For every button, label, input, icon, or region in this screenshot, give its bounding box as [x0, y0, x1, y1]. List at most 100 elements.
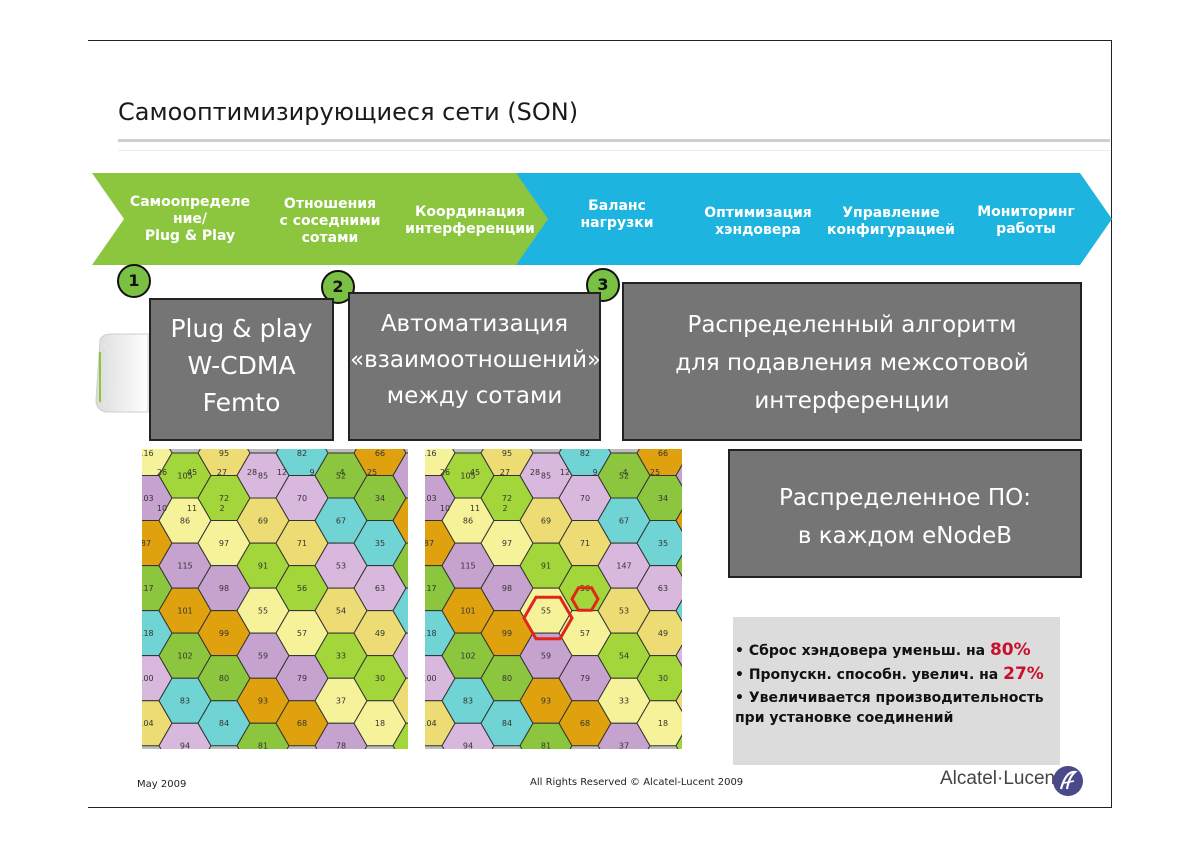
cell-hexagon	[675, 464, 682, 487]
neighbor-automation-box: Автоматизация «взаимоотношений» между со…	[348, 292, 601, 441]
cell-id-label: 49	[658, 629, 668, 638]
cell-id-label: 10	[157, 504, 167, 513]
cell-id-label: 70	[297, 494, 307, 503]
cell-hexagon	[392, 497, 408, 544]
cell-id-label: 97	[219, 539, 229, 548]
cell-id-label: 45	[187, 468, 197, 477]
cell-id-label: 67	[336, 517, 346, 526]
femto-device-image	[95, 333, 149, 413]
cell-id-label: 91	[258, 562, 268, 571]
cell-id-label: 30	[658, 674, 668, 683]
cell-id-label: 28	[247, 468, 257, 477]
cell-id-label: 117	[142, 584, 154, 593]
cell-id-label: 81	[258, 742, 268, 749]
cell-id-label: 35	[658, 539, 668, 548]
cell-id-label: 93	[258, 697, 268, 706]
son-process-arrows	[92, 173, 1112, 265]
cell-hexagon	[675, 554, 682, 577]
cell-id-label: 116	[425, 449, 437, 458]
cell-id-label: 79	[580, 674, 590, 683]
cell-id-label: 18	[658, 719, 668, 728]
cell-id-label: 84	[219, 719, 229, 728]
highlighted-cell-outline	[522, 595, 574, 641]
step-label-monitoring: Мониторинг работы	[977, 204, 1075, 237]
step-label-load-balance: Баланс нагрузки	[580, 198, 654, 231]
result-row-handover: • Сброс хэндовера уменьш. на 80%	[735, 639, 1060, 663]
cell-id-label: 81	[541, 742, 551, 749]
cell-hexagon	[675, 734, 682, 749]
step-arrow-7	[930, 173, 1112, 265]
cell-id-label: 12	[277, 468, 287, 477]
cell-id-label: 66	[658, 449, 668, 458]
cell-id-label: 85	[541, 472, 551, 481]
interference-algorithm-box: Распределенный алгоритм для подавления м…	[622, 282, 1082, 441]
cell-id-label: 11	[470, 504, 480, 513]
cell-id-label: 2	[219, 504, 224, 513]
cell-id-label: 91	[541, 562, 551, 571]
cell-id-label: 99	[219, 629, 229, 638]
cell-id-label: 68	[580, 719, 590, 728]
cell-id-label: 57	[580, 629, 590, 638]
cell-id-label: 116	[142, 449, 154, 458]
cell-id-label: 67	[619, 517, 629, 526]
footer-copyright: All Rights Reserved © Alcatel-Lucent 200…	[530, 777, 744, 788]
step-label-neighbor-relations: Отношения с соседними сотами	[279, 196, 381, 246]
cell-id-label: 34	[375, 494, 385, 503]
cell-id-label: 26	[157, 468, 167, 477]
cell-id-label: 55	[258, 607, 268, 616]
cell-id-label: 66	[375, 449, 385, 458]
result-row-connection: при установке соединений	[735, 710, 954, 726]
cell-id-label: 117	[425, 584, 437, 593]
frame-top-line	[88, 40, 1112, 41]
cell-id-label: 101	[460, 607, 475, 616]
cell-id-label: 118	[425, 629, 437, 638]
step-arrow-5	[654, 173, 828, 265]
cell-id-label: 102	[177, 652, 192, 661]
plug-and-play-box: Plug & play W-CDMA Femto	[149, 298, 334, 441]
cell-id-label: 98	[219, 584, 229, 593]
result-throughput-text: • Пропускн. способн. увелич. на	[735, 667, 999, 683]
cell-id-label: 59	[258, 652, 268, 661]
cell-id-label: 10	[440, 504, 450, 513]
cell-id-label: 53	[619, 607, 629, 616]
cell-id-label: 30	[375, 674, 385, 683]
cell-hexagon	[392, 542, 408, 589]
cell-id-label: 2	[502, 504, 507, 513]
cell-hexagon	[392, 452, 408, 499]
cell-id-label: 105	[460, 472, 475, 481]
cell-id-label: 99	[502, 629, 512, 638]
title-underline-light	[118, 150, 1110, 151]
cell-id-label: 80	[502, 674, 512, 683]
cell-id-label: 52	[619, 472, 629, 481]
cell-id-label: 87	[425, 539, 434, 548]
cell-id-label: 95	[502, 449, 512, 458]
cell-id-label: 4	[622, 468, 627, 477]
cell-id-label: 94	[463, 742, 473, 749]
highlighted-neighbor-outline	[570, 586, 600, 612]
result-row-performance: • Увеличивается производительность	[735, 690, 1044, 706]
frame-bottom-line	[88, 807, 1112, 808]
cell-id-label: 84	[502, 719, 512, 728]
cell-id-label: 118	[142, 629, 154, 638]
cell-id-label: 71	[297, 539, 307, 548]
cell-id-label: 49	[375, 629, 385, 638]
cell-id-label: 37	[336, 697, 346, 706]
cell-id-label: 83	[463, 697, 473, 706]
step-label-config-mgmt: Управление конфигурацией	[827, 205, 955, 238]
cell-id-label: 72	[219, 494, 229, 503]
cell-id-label: 83	[180, 697, 190, 706]
result-row-throughput: • Пропускн. способн. увелич. на 27%	[735, 663, 1060, 687]
step-arrow-6	[792, 173, 966, 265]
cell-id-label: 33	[336, 652, 346, 661]
brand-name: Alcatel·Lucent	[940, 768, 1061, 789]
cell-id-label: 68	[297, 719, 307, 728]
cell-id-label: 95	[219, 449, 229, 458]
cell-hexagon	[675, 599, 682, 622]
cell-id-label: 52	[336, 472, 346, 481]
alcatel-lucent-logo-icon	[1053, 766, 1083, 796]
cell-id-label: 54	[619, 652, 629, 661]
cell-id-label: 69	[541, 517, 551, 526]
cell-id-label: 63	[375, 584, 385, 593]
cell-id-label: 57	[297, 629, 307, 638]
cell-id-label: 53	[336, 562, 346, 571]
